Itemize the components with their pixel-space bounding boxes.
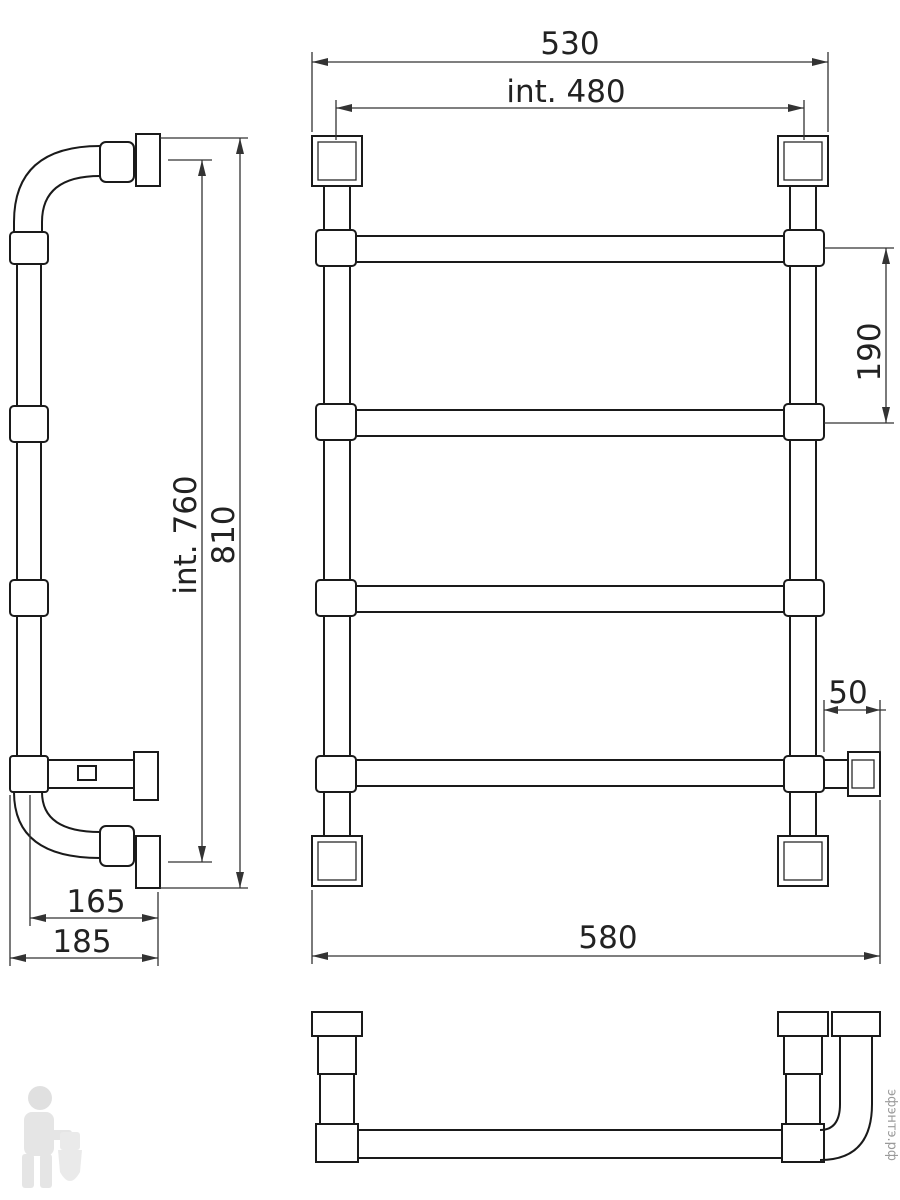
front-view — [311, 135, 881, 887]
front-dimensions — [311, 52, 894, 964]
dim-760-label: int. 760 — [168, 475, 204, 594]
watermark-text: эфэнтэ.рф — [884, 1089, 899, 1161]
dim-530-label: 530 — [540, 26, 599, 62]
plumber-logo — [22, 1086, 82, 1188]
dim-165-label: 165 — [66, 884, 125, 920]
dim-50-label: 50 — [828, 675, 867, 711]
side-dimensions — [9, 137, 248, 966]
dim-480-label: int. 480 — [506, 74, 625, 110]
dim-190-label: 190 — [852, 322, 888, 381]
dim-810-label: 810 — [206, 505, 242, 564]
dim-580-label: 580 — [578, 920, 637, 956]
dim-185-label: 185 — [52, 924, 111, 960]
top-view — [311, 1011, 881, 1163]
side-view — [9, 133, 161, 889]
dimension-labels: 530 int. 480 190 50 580 int. 760 810 165… — [52, 26, 888, 960]
